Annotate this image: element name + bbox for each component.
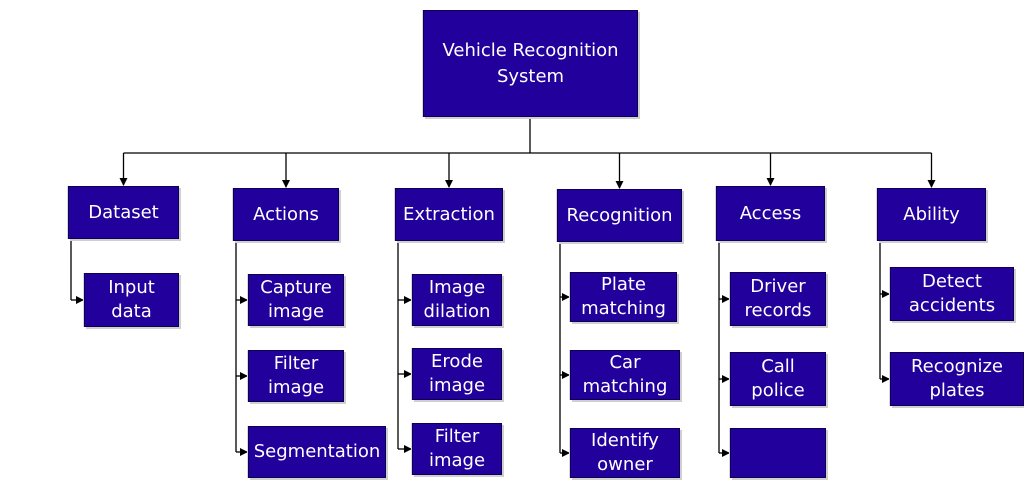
category-dataset: Dataset	[68, 186, 179, 239]
child-actions-3: Segmentation	[248, 426, 386, 478]
category-access-line-1: Access	[739, 202, 802, 224]
category-actions: Actions	[233, 188, 339, 241]
child-actions-1-line-2: image	[267, 301, 325, 322]
child-access-1-line-1: Driver	[750, 276, 806, 297]
child-recognition-2-line-1: Car	[609, 352, 641, 373]
child-ability-2-line-1: Recognize	[910, 356, 1004, 377]
child-extraction-3-line-2: image	[428, 450, 486, 471]
child-extraction-1: Image dilation	[412, 274, 502, 326]
child-recognition-3-line-2: owner	[597, 454, 653, 475]
child-access-1: Driver records	[730, 272, 826, 326]
child-extraction-1-line-2: dilation	[423, 301, 491, 322]
child-actions-2: Filter image	[248, 350, 344, 402]
child-ability-2-line-2: plates	[929, 380, 985, 401]
root-title-line-2: System	[496, 65, 565, 87]
category-ability-line-1: Ability	[903, 203, 960, 225]
category-dataset-line-1: Dataset	[88, 201, 159, 223]
child-access-2-line-2: police	[751, 380, 805, 401]
child-extraction-2: Erode image	[412, 348, 502, 400]
category-recognition-line-1: Recognition	[566, 204, 673, 226]
child-ability-1-line-1: Detect	[921, 271, 982, 292]
child-dataset-1-line-2: data	[111, 301, 152, 322]
child-recognition-3: Identify owner	[570, 428, 680, 478]
child-recognition-1-line-1: Plate	[600, 274, 646, 295]
connector-lines	[70, 117, 936, 457]
child-recognition-2: Car matching	[570, 350, 680, 400]
category-access: Access	[716, 186, 825, 241]
child-actions-1: Capture image	[248, 274, 344, 326]
child-extraction-3-line-1: Filter	[434, 426, 480, 447]
category-actions-line-1: Actions	[253, 203, 319, 225]
category-recognition: Recognition	[557, 189, 682, 242]
child-actions-3-line-1: Segmentation	[253, 441, 381, 462]
child-ability-2: Recognize plates	[890, 352, 1024, 406]
category-extraction: Extraction	[395, 188, 503, 241]
child-extraction-2-line-2: image	[428, 375, 486, 396]
category-ability: Ability	[877, 188, 986, 241]
child-access-3	[730, 428, 826, 478]
child-dataset-1-line-1: Input	[108, 277, 155, 298]
child-actions-1-line-1: Capture	[260, 277, 332, 298]
child-recognition-2-line-2: matching	[582, 376, 668, 397]
child-extraction-1-line-1: Image	[428, 277, 486, 298]
child-ability-1: Detect accidents	[890, 267, 1014, 321]
child-dataset-1: Input data	[84, 273, 179, 327]
child-recognition-1-line-2: matching	[581, 298, 666, 319]
root-title-line-1: Vehicle Recognition	[442, 39, 619, 61]
child-access-2: Call police	[730, 352, 826, 406]
child-access-2-line-1: Call	[761, 356, 795, 377]
child-actions-2-line-1: Filter	[273, 353, 319, 374]
category-extraction-line-1: Extraction	[403, 203, 495, 225]
child-extraction-3: Filter image	[412, 423, 502, 475]
child-recognition-1: Plate matching	[570, 272, 677, 322]
child-extraction-2-line-1: Erode	[431, 351, 483, 372]
child-recognition-3-line-1: Identify	[591, 430, 659, 451]
child-actions-2-line-2: image	[267, 377, 325, 398]
child-ability-1-line-2: accidents	[908, 295, 996, 316]
child-access-1-line-2: records	[744, 300, 812, 321]
